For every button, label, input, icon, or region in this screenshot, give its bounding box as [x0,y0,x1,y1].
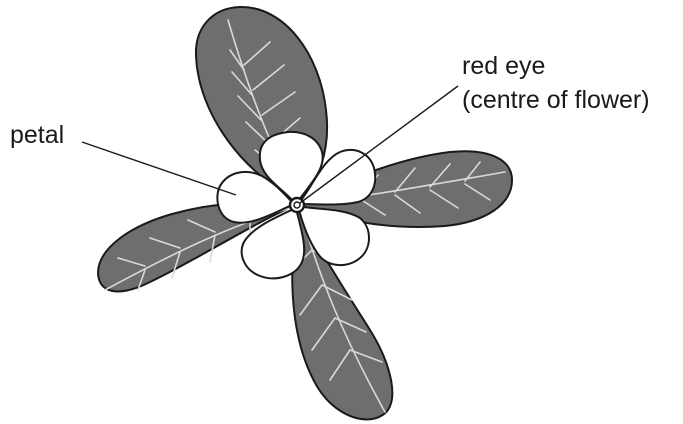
petal-label: petal [10,123,64,148]
petal-leader-line [82,142,236,195]
red-eye-center [290,198,304,212]
red-eye-label: red eye [462,54,545,79]
red-eye-sublabel: (centre of flower) [462,88,650,113]
